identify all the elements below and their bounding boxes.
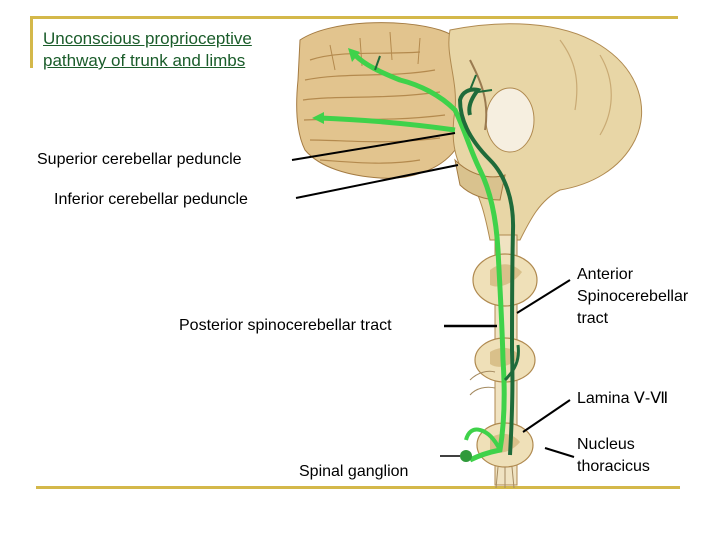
label-posterior-spinocerebellar-tract: Posterior spinocerebellar tract [179, 317, 392, 334]
label-lamina: Lamina Ⅴ-Ⅶ [577, 390, 669, 407]
nucleus-line-1: Nucleus [577, 436, 635, 453]
nucleus-line-2: thoracicus [577, 458, 650, 475]
label-spinal-ganglion: Spinal ganglion [299, 463, 409, 480]
frame-bottom-border [36, 486, 680, 489]
label-inferior-cerebellar-peduncle: Inferior cerebellar peduncle [54, 191, 248, 208]
anterior-line-3: tract [577, 310, 609, 327]
label-superior-cerebellar-peduncle: Superior cerebellar peduncle [37, 151, 242, 168]
page-title: Unconscious proprioceptive pathway of tr… [43, 28, 252, 72]
title-line-1: Unconscious proprioceptive [43, 29, 252, 48]
tract-pathways [312, 48, 520, 463]
frame-top-border [30, 16, 678, 19]
anterior-line-1: Anterior [577, 266, 634, 283]
title-line-2: pathway of trunk and limbs [43, 51, 246, 70]
frame-left-border [30, 16, 33, 68]
label-anterior-spinocerebellar-tract: Anterior Spinocerebellar tract [577, 264, 688, 330]
leader-lines [291, 132, 575, 458]
anterior-line-2: Spinocerebellar [577, 288, 689, 305]
label-nucleus-thoracicus: Nucleus thoracicus [577, 434, 650, 478]
brainstem-illustration [448, 23, 642, 241]
